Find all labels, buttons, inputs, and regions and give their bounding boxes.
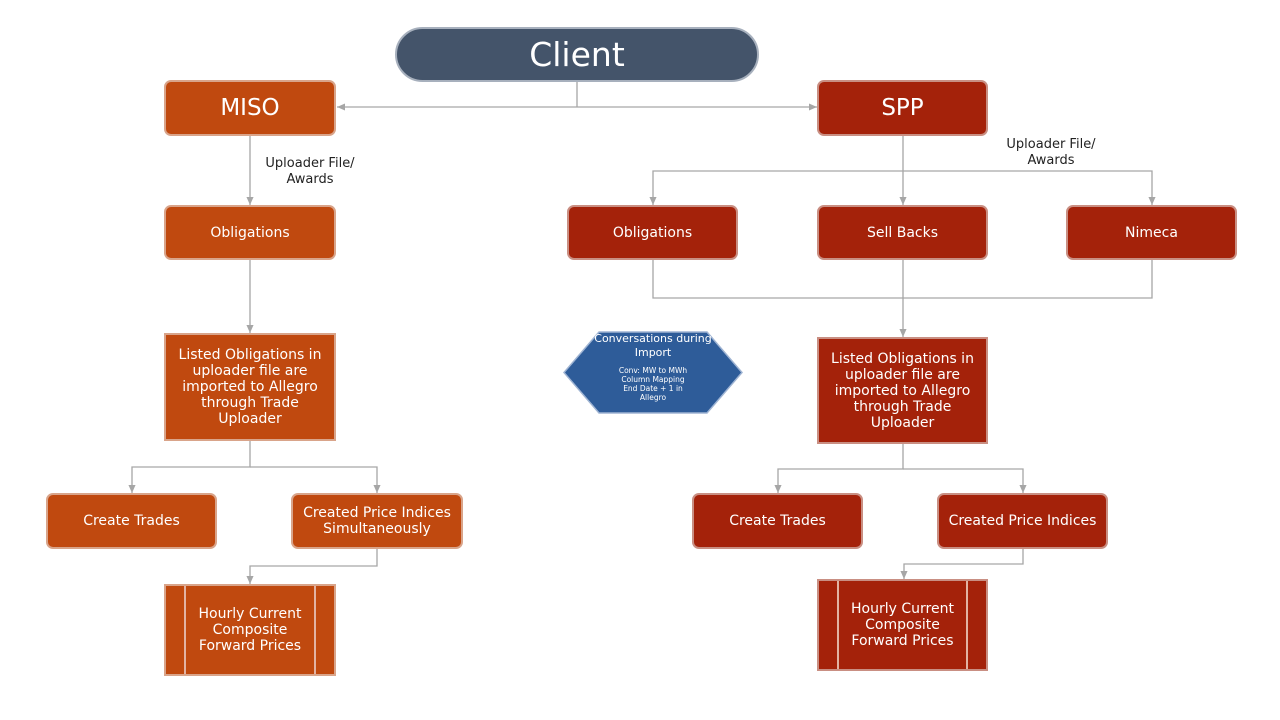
spp-edge-label: Uploader File/ Awards — [1006, 137, 1096, 168]
connector-spp-split-right — [903, 468, 1027, 493]
spp-node: SPP — [817, 80, 988, 136]
conversions-title: Conversations during Import — [594, 332, 712, 359]
connector-spp-fan — [649, 170, 1156, 205]
spp-create-trades-node: Create Trades — [692, 493, 863, 549]
spp-price-indices-node: Created Price Indices — [937, 493, 1108, 549]
connector-spp-split — [774, 444, 904, 493]
connector-spp-forward — [900, 549, 1024, 579]
miso-node: MISO — [164, 80, 336, 136]
conversions-detail: Conv: MW to MWh Column Mapping End Date … — [618, 366, 688, 402]
miso-obligations-node: Obligations — [164, 205, 336, 260]
spp-obligations-node: Obligations — [567, 205, 738, 260]
miso-create-trades-node: Create Trades — [46, 493, 217, 549]
connector-miso-forward — [246, 549, 378, 584]
miso-price-indices-node: Created Price Indices Simultaneously — [291, 493, 463, 549]
spp-forward-prices-node: Hourly Current Composite Forward Prices — [817, 579, 988, 671]
miso-edge-label: Uploader File/ Awards — [265, 156, 355, 187]
connector-miso-split-right — [250, 466, 381, 493]
client-node: Client — [395, 27, 759, 82]
spp-nimeca-node: Nimeca — [1066, 205, 1237, 260]
spp-import-node: Listed Obligations in uploader file are … — [817, 337, 988, 444]
client-label: Client — [529, 35, 625, 74]
conversions-hexagon — [563, 331, 743, 414]
spp-sell-backs-node: Sell Backs — [817, 205, 988, 260]
miso-forward-prices-node: Hourly Current Composite Forward Prices — [164, 584, 336, 676]
miso-import-node: Listed Obligations in uploader file are … — [164, 333, 336, 441]
connector-miso-split — [128, 441, 251, 493]
conversions-text: Conversations during Import Conv: MW to … — [590, 332, 716, 402]
spp-label: SPP — [881, 95, 924, 121]
miso-label: MISO — [220, 95, 280, 121]
